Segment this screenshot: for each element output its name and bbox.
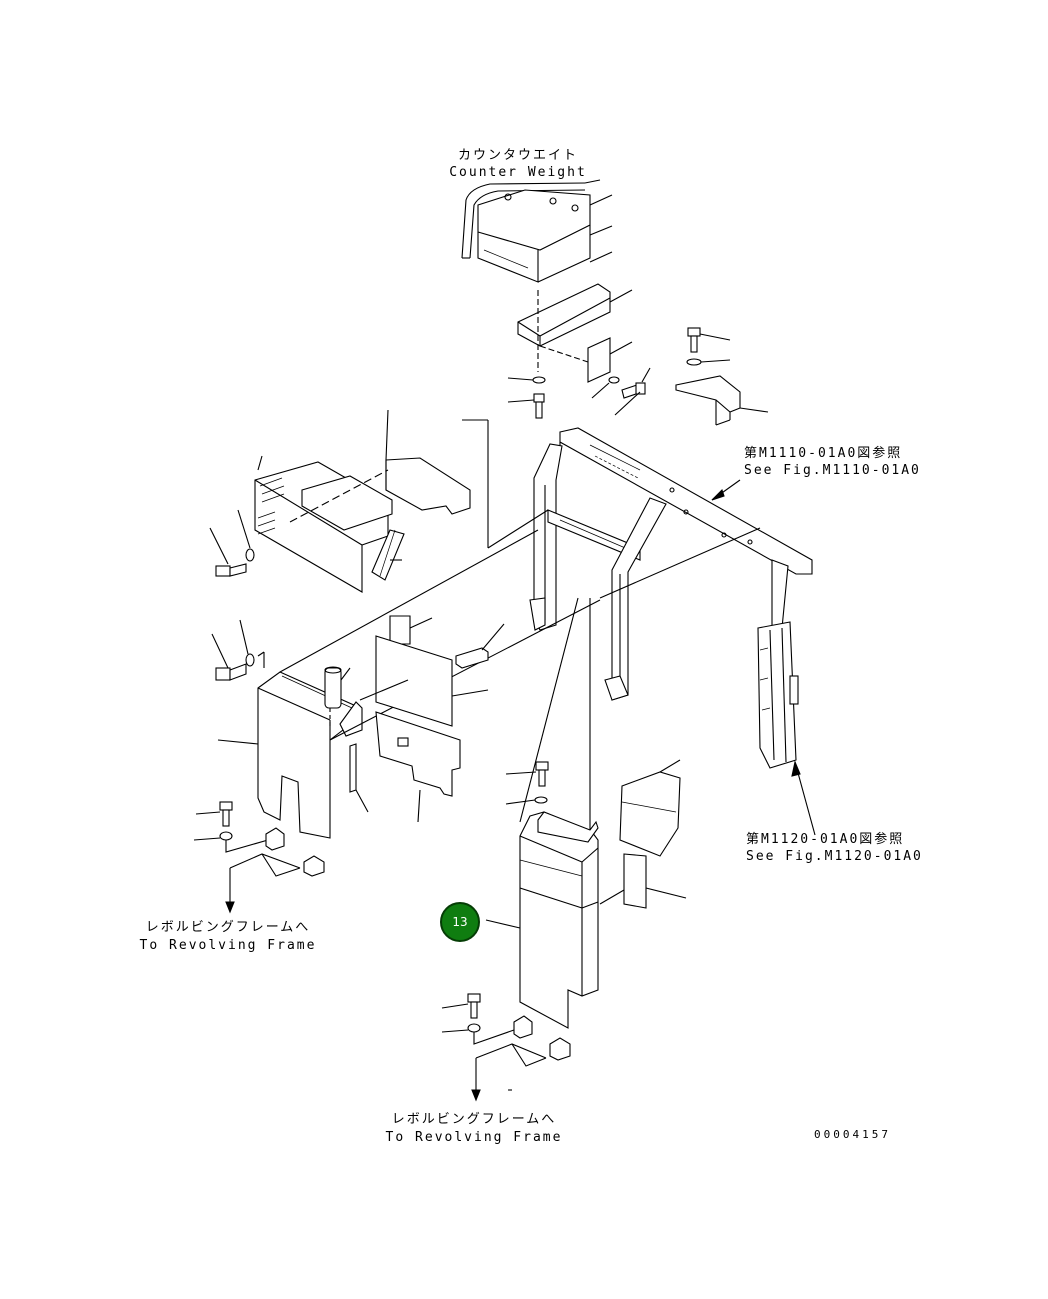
- reference-label-1-en: See Fig.M1110-01A0: [744, 463, 921, 478]
- bolt-set-middle: [505, 761, 549, 805]
- reference-label-2-en: See Fig.M1120-01A0: [746, 849, 923, 864]
- rear-cover-part-13: [485, 527, 761, 1029]
- part-callout-number: 13: [452, 915, 468, 929]
- drawing-number: 00004157: [814, 1128, 891, 1141]
- part-callout-13[interactable]: 13: [440, 902, 480, 942]
- bolt-set-counterweight: [507, 367, 651, 419]
- revolving-frame-label-2-en: To Revolving Frame: [385, 1130, 563, 1145]
- bolt-set-bottom: [441, 993, 571, 1102]
- seal-strip: [349, 743, 369, 813]
- small-panels: [599, 759, 687, 909]
- counterweight-label-en: Counter Weight: [449, 165, 587, 180]
- revolving-frame-label-1-en: To Revolving Frame: [139, 938, 317, 953]
- reference-label-2-jp: 第M1120-01A0図参照: [746, 832, 905, 847]
- insulation-pads: [359, 615, 505, 823]
- counterweight-label-jp: カウンタウエイト: [457, 148, 579, 163]
- side-cover-left: [211, 529, 601, 839]
- reference-label-1-jp: 第M1110-01A0図参照: [744, 446, 903, 461]
- revolving-frame-label-2-jp: レボルビングフレームへ: [391, 1112, 557, 1127]
- counterweight-bracket: [517, 283, 633, 383]
- counterweight-part: [461, 179, 613, 283]
- cylinder-part: [324, 666, 351, 726]
- bolt-set-upper-right: [675, 327, 769, 426]
- cab-support-frame: [529, 427, 813, 769]
- revolving-frame-label-1-jp: レボルビングフレームへ: [145, 920, 311, 935]
- reference-leaders: [711, 479, 816, 836]
- louver-cover: [209, 409, 549, 593]
- bolt-set-lower-left: [193, 801, 325, 914]
